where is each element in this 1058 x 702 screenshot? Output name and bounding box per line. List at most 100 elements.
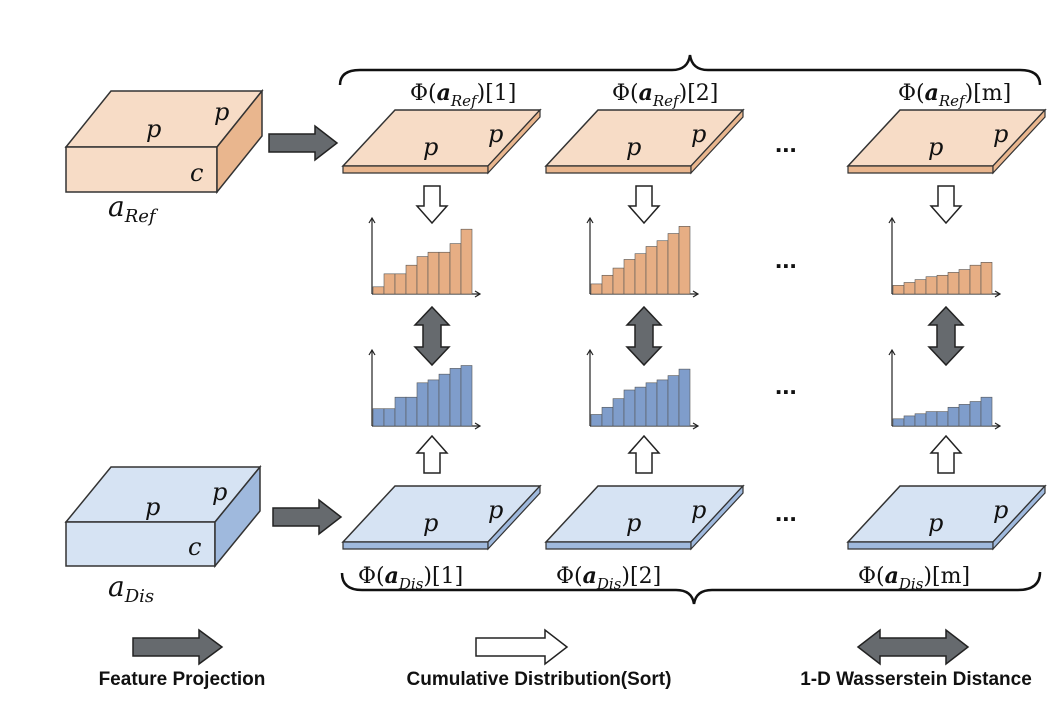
dis-label-col-2-prefix: Φ( [556, 564, 583, 589]
ref-cdf-col-1-bar [460, 228, 473, 295]
dis-plane-col-1-side-edge [487, 484, 541, 551]
ref-cdf-col-3-bar [903, 282, 916, 295]
ref-plane-col-1-front-edge [342, 165, 489, 174]
wasserstein-arrow-col-3 [927, 305, 965, 367]
legend-feature-projection-arrow [132, 628, 224, 666]
ref-cdf-col-1-bar [372, 286, 385, 295]
ref-cdf-col-1 [368, 216, 482, 298]
ref-plane-col-3-top [846, 109, 1047, 167]
dis-cdf-col-1-bar [405, 396, 418, 427]
ref-cdf-col-2-bar [656, 240, 669, 295]
dis-cdf-col-1-y-arrowhead [368, 348, 376, 356]
dis-label-col-1-base: a [385, 563, 399, 589]
dis-label-col-3-base: a [885, 563, 899, 589]
ref-cdf-col-2-y-arrowhead [586, 216, 594, 224]
dis-plane-col-1-p-back-label: p [488, 496, 503, 524]
ref-cdf-col-1-bar [427, 251, 440, 295]
dis-cdf-col-1-bar [460, 365, 473, 427]
ref-plane-col-2-p-back-label: p [691, 120, 706, 148]
dis-projection-arrow [272, 498, 343, 536]
ref-plane-col-3-side-edge [992, 108, 1046, 175]
ref-tensor-p-top-label: p [146, 115, 161, 143]
ref-tensor-name-base: a [108, 190, 125, 223]
ref-cdf-col-2-bar [601, 274, 614, 295]
sort-arrow-ref-col-3 [929, 185, 963, 225]
dis-cdf-col-2-bar [678, 368, 691, 427]
dis-tensor-p-side-label: p [212, 478, 227, 506]
dis-plane-col-3-p-front-label: p [928, 509, 943, 537]
sort-arrow-ref-col-1 [415, 185, 449, 225]
dis-cdf-col-2-bar [645, 382, 658, 427]
ref-cdf-col-2-bar [678, 226, 691, 295]
dis-cdf-col-2-x-arrowhead [692, 422, 700, 430]
dis-plane-col-3-top [846, 485, 1047, 543]
dis-label-col-1-prefix: Φ( [358, 564, 385, 589]
ref-cdf-col-3-bar [914, 279, 927, 295]
ref-cdf-col-3-x-arrowhead [994, 290, 1002, 298]
dis-cdf-col-3-bar [925, 411, 938, 427]
ref-cdf-col-2 [586, 216, 700, 298]
ref-cdf-col-3-bar [936, 274, 949, 295]
sort-arrow-ref-col-2 [627, 185, 661, 225]
dis-plane-col-3-side-edge [992, 484, 1046, 551]
ref-cdf-col-3-bar [947, 272, 960, 295]
dis-label-col-2-sub: Dis [596, 575, 622, 593]
dis-cdf-col-2-bar [656, 379, 669, 427]
dis-cdf-col-3-x-arrowhead [994, 422, 1002, 430]
ref-cdf-col-1-x-arrowhead [474, 290, 482, 298]
dis-label-col-3: Φ(aDis)[m] [858, 563, 970, 593]
dis-cdf-col-3-bar [892, 418, 905, 427]
sort-arrow-dis-col-2 [627, 434, 661, 474]
dis-label-col-2-base: a [583, 563, 597, 589]
ref-label-col-3-suffix: )[m] [965, 81, 1012, 106]
ref-cdf-col-2-bar [634, 253, 647, 295]
dis-plane-col-3-front-edge [847, 541, 994, 550]
ref-tensor-cuboid: p p c [64, 88, 264, 195]
ref-tensor-side-face [216, 88, 263, 195]
ref-cdf-col-1-bar [438, 251, 451, 295]
dis-cdf-col-2-bar [590, 414, 603, 427]
ref-label-col-1-prefix: Φ( [410, 81, 437, 106]
wasserstein-arrow-col-2 [625, 305, 663, 367]
dis-tensor-cuboid: p p c [64, 464, 262, 569]
legend-wasserstein-arrow [856, 628, 970, 666]
dis-cdf-col-3-y-arrowhead [888, 348, 896, 356]
dis-label-col-2: Φ(aDis)[2] [556, 563, 661, 593]
ref-projection-arrow [268, 124, 339, 162]
ref-label-col-1: Φ(aRef)[1] [410, 80, 516, 110]
ellipsis-planes-ref: ... [775, 128, 797, 158]
dis-plane-col-1-front-edge [342, 541, 489, 550]
dis-label-col-1-sub: Dis [398, 575, 424, 593]
legend-cumulative-arrow [475, 628, 569, 666]
sort-arrow-dis-col-1 [415, 434, 449, 474]
dis-cdf-col-1-bar [383, 408, 396, 427]
dis-plane-col-2-top [544, 485, 745, 543]
dis-cdf-col-2-y-arrowhead [586, 348, 594, 356]
ref-label-col-1-sub: Ref [450, 92, 479, 110]
top-brace [338, 54, 1042, 86]
ref-label-col-1-suffix: )[1] [477, 81, 517, 106]
ref-label-col-2-base: a [639, 80, 653, 106]
ref-plane-col-1-top [341, 109, 542, 167]
dis-cdf-col-2-bar [612, 398, 625, 427]
ref-plane-col-1-p-back-label: p [488, 120, 503, 148]
dis-tensor-c-label: c [188, 533, 201, 561]
dis-label-col-1: Φ(aDis)[1] [358, 563, 463, 593]
dis-cdf-col-2-bar [634, 386, 647, 427]
ref-tensor-name-sub: Ref [124, 206, 159, 227]
dis-cdf-col-1-bar [438, 373, 451, 427]
dis-cdf-col-3-bar [947, 406, 960, 427]
ref-cdf-col-1-bar [383, 273, 396, 295]
dis-label-col-1-suffix: )[1] [423, 564, 463, 589]
legend-wasserstein-label: 1-D Wasserstein Distance [800, 669, 1032, 690]
dis-cdf-col-2 [586, 348, 700, 430]
ref-cdf-col-2-bar [645, 246, 658, 295]
ref-plane-col-3-p-front-label: p [928, 133, 943, 161]
dis-cdf-col-1-bar [416, 382, 429, 427]
